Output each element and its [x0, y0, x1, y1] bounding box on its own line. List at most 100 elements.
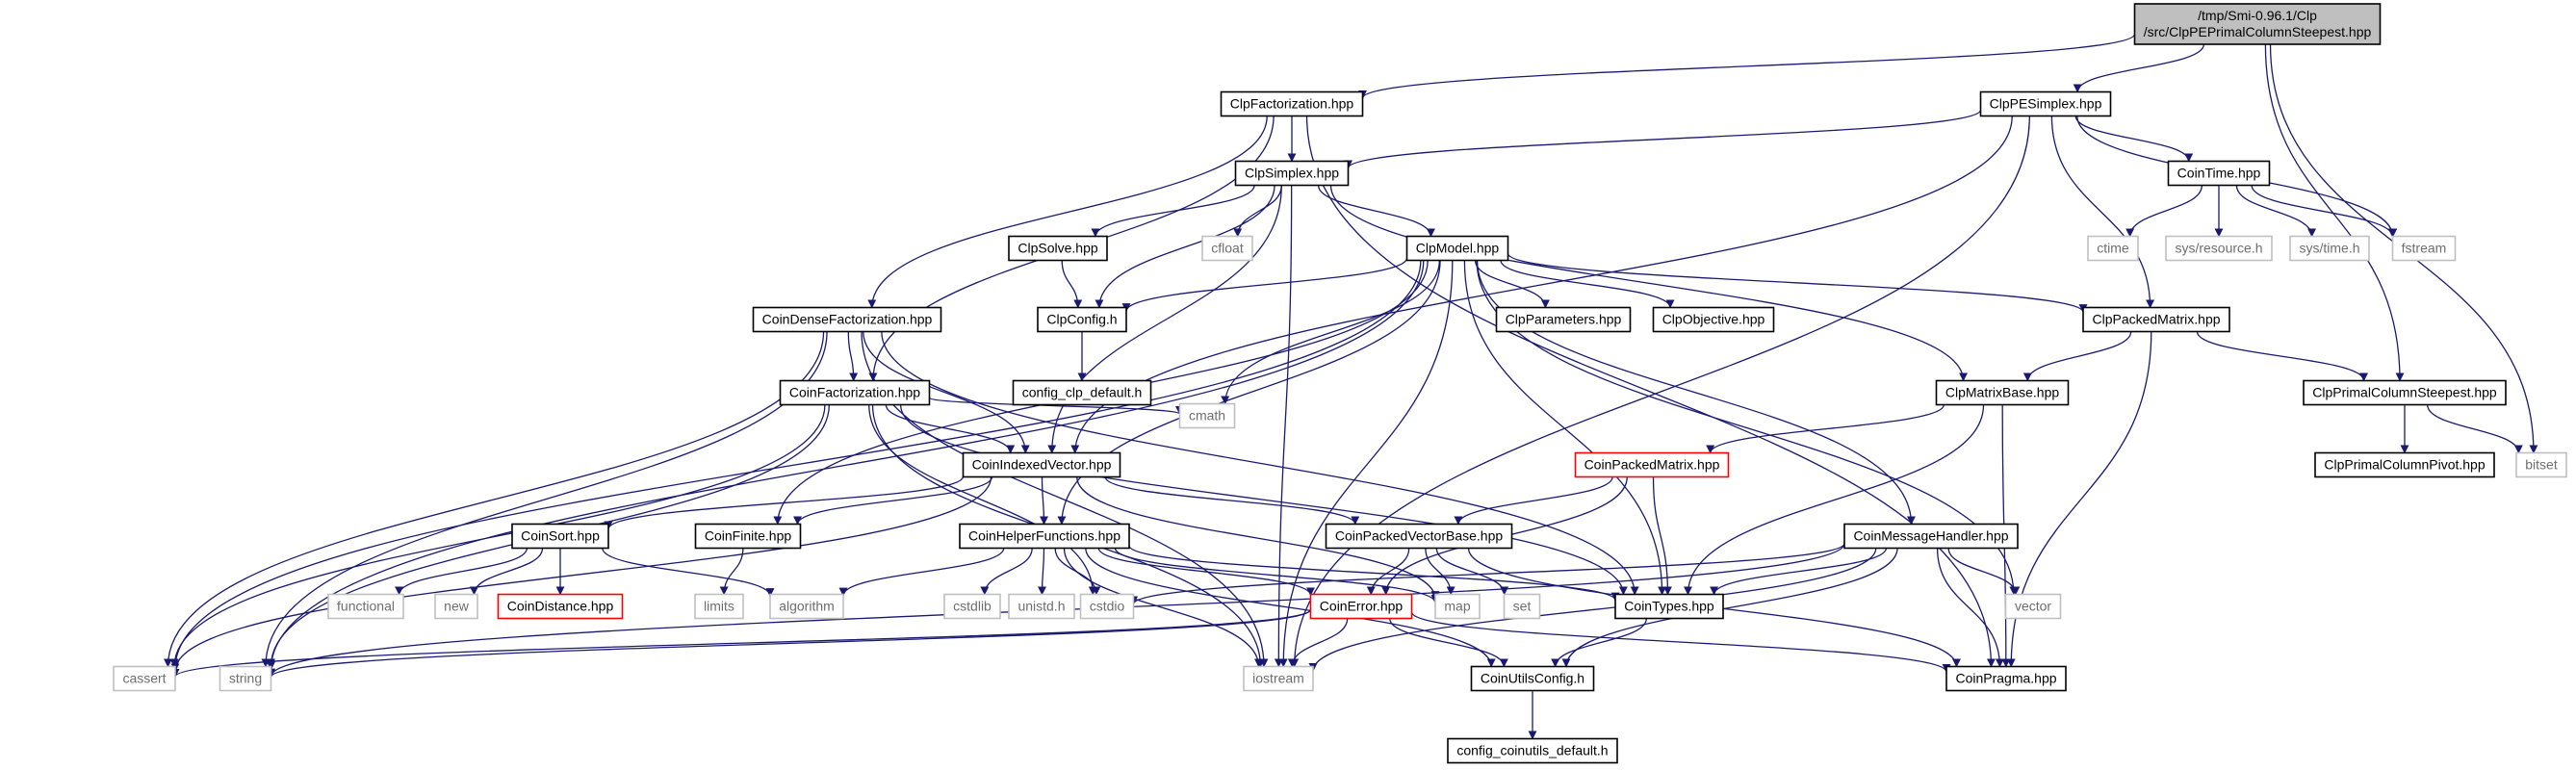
node-coinsort[interactable]: CoinSort.hpp [511, 523, 609, 550]
node-coinpragma[interactable]: CoinPragma.hpp [1945, 665, 2067, 692]
node-box [1652, 306, 1775, 333]
node-cstdio[interactable]: cstdio [1079, 593, 1135, 620]
node-new[interactable]: new [434, 593, 478, 620]
node-box [1574, 451, 1730, 478]
edge-clpprimalsteepest-to-bitset [2427, 404, 2523, 454]
node-label: CoinFinite.hpp [705, 528, 791, 544]
node-box [1178, 402, 1236, 429]
node-coindensefact[interactable]: CoinDenseFactorization.hpp [752, 306, 942, 333]
node-set[interactable]: set [1503, 593, 1541, 620]
node-clpparameters[interactable]: ClpParameters.hpp [1495, 306, 1632, 333]
node-box [959, 523, 1130, 550]
node-limits[interactable]: limits [694, 593, 744, 620]
node-configcoinutils[interactable]: config_coinutils_default.h [1447, 737, 1618, 764]
edge-coinhelper-to-cointypes [1128, 545, 1620, 602]
node-box [1079, 593, 1135, 620]
node-label: ClpPrimalColumnSteepest.hpp [2312, 385, 2497, 400]
node-clppesimplex[interactable]: ClpPESimplex.hpp [1979, 90, 2112, 117]
edge-clpmodel-to-clpobjective [1500, 260, 1675, 309]
edge-clpmatrixbase-to-cointypes [1684, 404, 1985, 596]
node-ctime[interactable]: ctime [2087, 235, 2139, 262]
node-clppackedmatrix[interactable]: ClpPackedMatrix.hpp [2082, 306, 2230, 333]
node-coinerror[interactable]: CoinError.hpp [1309, 593, 1413, 620]
node-box [1309, 593, 1413, 620]
node-root[interactable]: /tmp/Smi-0.96.1/Clp/src/ClpPEPrimalColum… [2133, 3, 2382, 45]
edge-coinmessage-to-coinutilsconfig [1561, 548, 1898, 668]
node-algorithm[interactable]: algorithm [769, 593, 844, 620]
node-box [219, 665, 272, 692]
node-cmath[interactable]: cmath [1178, 402, 1236, 429]
edge-coinfactorization-to-cstdio [868, 404, 1097, 596]
edge-coinhelper-to-coinutilsconfig [1085, 548, 1496, 668]
edge-coinhelper-to-coinerror [1097, 548, 1315, 597]
edge-coindensefact-to-coinindexedvector [863, 331, 1030, 454]
node-clpsolve[interactable]: ClpSolve.hpp [1008, 235, 1108, 262]
node-bitset[interactable]: bitset [2515, 451, 2567, 478]
node-cointime[interactable]: CoinTime.hpp [2167, 160, 2271, 187]
edge-coinsort-to-new [470, 548, 544, 596]
node-coinutilsconfig[interactable]: CoinUtilsConfig.h [1470, 665, 1595, 692]
node-map[interactable]: map [1434, 593, 1481, 620]
node-box [1234, 160, 1350, 187]
edge-clppesimplex-to-clpsimplex [1344, 109, 1982, 169]
node-coinpackedvecbase[interactable]: CoinPackedVectorBase.hpp [1325, 523, 1513, 550]
node-vector[interactable]: vector [2004, 593, 2062, 620]
node-coinmessage[interactable]: CoinMessageHandler.hpp [1843, 523, 2019, 550]
node-functional[interactable]: functional [327, 593, 404, 620]
node-label: ctime [2097, 241, 2129, 256]
node-coinfinite[interactable]: CoinFinite.hpp [694, 523, 802, 550]
edge-coinhelper-to-cstdlib [980, 548, 1033, 596]
node-configclp[interactable]: config_clp_default.h [1012, 379, 1152, 406]
edge-coinhelper-to-iostream [1063, 548, 1263, 668]
node-cstdlib[interactable]: cstdlib [943, 593, 1001, 620]
node-box [2314, 451, 2495, 478]
node-clpmatrixbase[interactable]: ClpMatrixBase.hpp [1935, 379, 2070, 406]
node-box [2303, 379, 2507, 406]
edge-coinfactorization-to-cassert [169, 404, 826, 668]
edge-coinmessage-to-coinpragma [1936, 548, 2004, 668]
node-label: set [1513, 599, 1532, 614]
edge-coinpackedvecbase-to-coinerror [1366, 548, 1410, 596]
edge-clpmodel-to-cointypes [1463, 260, 1667, 596]
edge-clppesimplex-to-cointime [2074, 116, 2194, 163]
node-cointypes[interactable]: CoinTypes.hpp [1614, 593, 1724, 620]
node-label: algorithm [779, 599, 835, 614]
node-box [1503, 593, 1541, 620]
node-box [694, 523, 802, 550]
edge-coinpackedvecbase-to-set [1435, 548, 1509, 596]
node-coinpackedmatrix[interactable]: CoinPackedMatrix.hpp [1574, 451, 1730, 478]
node-clpprimalsteepest[interactable]: ClpPrimalColumnSteepest.hpp [2303, 379, 2507, 406]
node-box [1447, 737, 1618, 764]
node-clpobjective[interactable]: ClpObjective.hpp [1652, 306, 1775, 333]
node-unistd[interactable]: unistd.h [1008, 593, 1075, 620]
node-label: CoinTypes.hpp [1624, 599, 1714, 614]
node-string[interactable]: string [219, 665, 272, 692]
node-box [327, 593, 404, 620]
node-iostream[interactable]: iostream [1243, 665, 1314, 692]
edge-coinsort-to-functional [395, 548, 528, 596]
edge-coinindexedvector-to-coinfinite [793, 476, 993, 526]
node-clpfactorization[interactable]: ClpFactorization.hpp [1220, 90, 1364, 117]
node-cassert[interactable]: cassert [113, 665, 176, 692]
nodes: /tmp/Smi-0.96.1/Clp/src/ClpPEPrimalColum… [113, 3, 2567, 764]
edge-clppesimplex-to-iostream [1290, 116, 2030, 668]
node-label: CoinUtilsConfig.h [1481, 671, 1584, 686]
node-coinindexedvector[interactable]: CoinIndexedVector.hpp [962, 451, 1121, 478]
edge-clpsimplex-to-clpmodel [1317, 185, 1435, 238]
node-clpconfig[interactable]: ClpConfig.h [1037, 306, 1127, 333]
node-coindistance[interactable]: CoinDistance.hpp [497, 593, 624, 620]
node-label: CoinFactorization.hpp [789, 385, 920, 400]
node-clpsimplex[interactable]: ClpSimplex.hpp [1234, 160, 1350, 187]
node-cfloat[interactable]: cfloat [1201, 235, 1253, 262]
node-clpprimalpivot[interactable]: ClpPrimalColumnPivot.hpp [2314, 451, 2495, 478]
edge-clpmodel-to-cassert [170, 260, 1422, 670]
node-coinhelper[interactable]: CoinHelperFunctions.hpp [959, 523, 1130, 550]
node-sysresource[interactable]: sys/resource.h [2165, 235, 2273, 262]
node-clpmodel[interactable]: ClpModel.hpp [1405, 235, 1509, 262]
node-coinfactorization[interactable]: CoinFactorization.hpp [779, 379, 931, 406]
edge-clpsimplex-to-clpconfig [1095, 185, 1275, 309]
node-fstream[interactable]: fstream [2391, 235, 2457, 262]
node-systime[interactable]: sys/time.h [2289, 235, 2370, 262]
node-box [2289, 235, 2370, 262]
